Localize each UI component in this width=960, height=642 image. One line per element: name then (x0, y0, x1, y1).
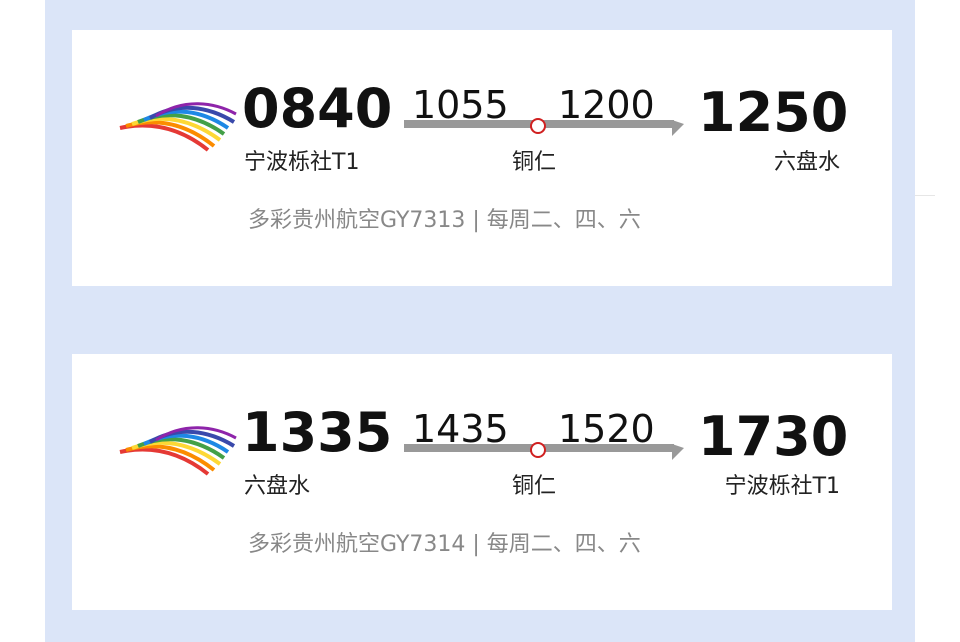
stop-departure-time: 1520 (558, 407, 655, 451)
flight-card: 0840 1055 1200 1250 宁波栎社T1 铜仁 六盘水 多彩贵州航空… (72, 30, 892, 286)
stopover-city: 铜仁 (512, 150, 557, 175)
stopover-city: 铜仁 (512, 474, 557, 499)
stopover-marker-icon (530, 118, 546, 134)
stop-departure-time: 1200 (558, 83, 655, 127)
departure-time: 1335 (242, 401, 393, 464)
stopover-marker-icon (530, 442, 546, 458)
arrival-city: 六盘水 (773, 150, 840, 175)
divider (915, 195, 935, 196)
flight-info: 多彩贵州航空GY7313 | 每周二、四、六 (248, 208, 641, 233)
airline-rainbow-logo-icon (119, 102, 237, 152)
arrival-time: 1730 (698, 405, 849, 468)
departure-city: 宁波栎社T1 (244, 150, 360, 175)
departure-city: 六盘水 (244, 474, 311, 499)
airline-rainbow-logo-icon (119, 426, 237, 476)
arrival-time: 1250 (698, 81, 849, 144)
stop-arrival-time: 1055 (412, 83, 509, 127)
arrival-city: 宁波栎社T1 (724, 474, 840, 499)
route-arrow-icon (672, 444, 684, 460)
departure-time: 0840 (242, 77, 393, 140)
flight-card: 1335 1435 1520 1730 六盘水 铜仁 宁波栎社T1 多彩贵州航空… (72, 354, 892, 610)
route-arrow-icon (672, 120, 684, 136)
stop-arrival-time: 1435 (412, 407, 509, 451)
flight-info: 多彩贵州航空GY7314 | 每周二、四、六 (248, 532, 641, 557)
